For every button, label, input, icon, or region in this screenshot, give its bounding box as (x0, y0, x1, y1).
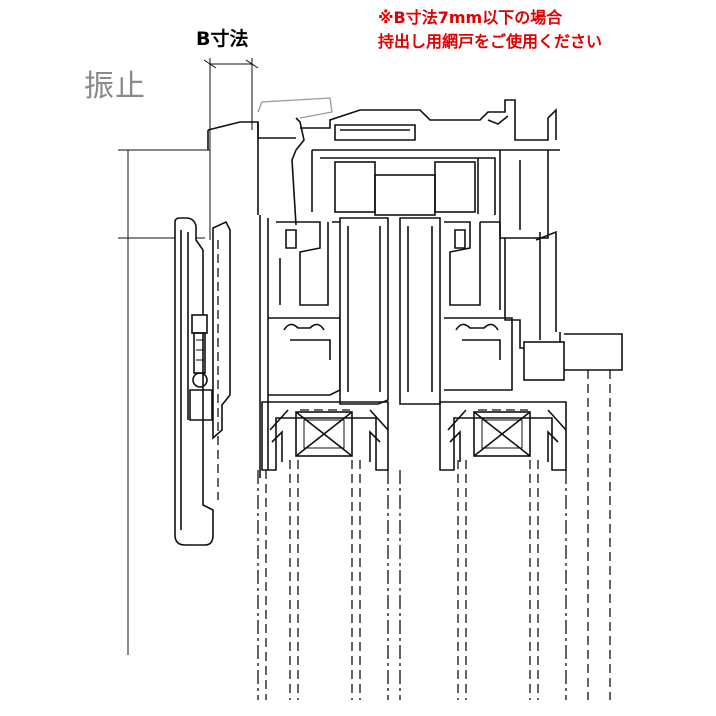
hidden-lines (257, 370, 611, 700)
head-frame-outline (207, 97, 560, 239)
glazing-left (261, 401, 389, 471)
warning-note-line-1: ※B寸法7mm以下の場合 (378, 8, 563, 27)
outer-sash-profile (399, 217, 623, 405)
b-dimension-lines (203, 58, 259, 240)
screen-door-profile (174, 217, 231, 546)
b-dimension-label: B寸法 (196, 28, 249, 50)
inner-sash-profile (259, 215, 389, 478)
stop-label: 振止 (84, 69, 146, 104)
glazing-right (439, 401, 567, 471)
warning-note: ※B寸法7mm以下の場合 持出し用網戸をご使用ください (378, 10, 602, 58)
warning-note-line-2: 持出し用網戸をご使用ください (378, 32, 603, 51)
